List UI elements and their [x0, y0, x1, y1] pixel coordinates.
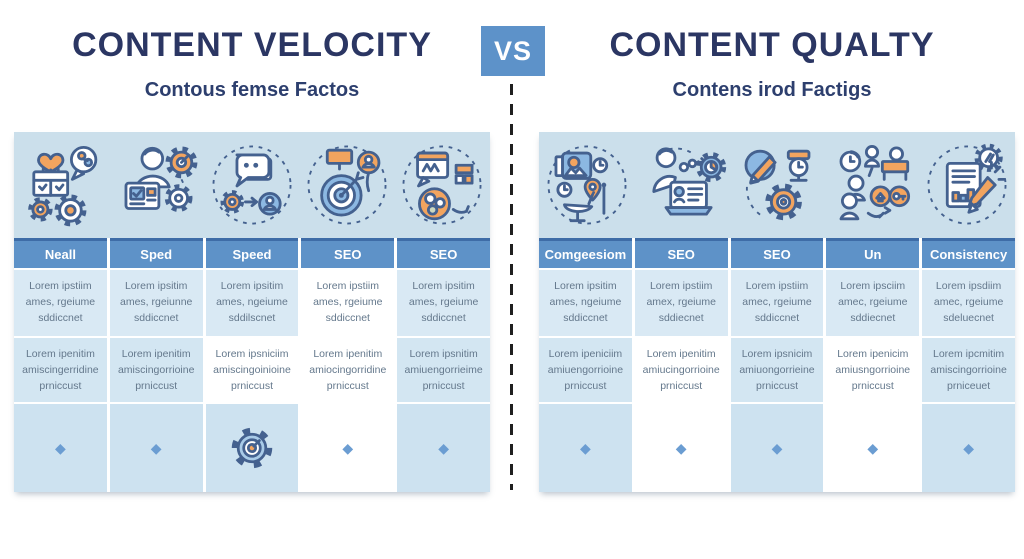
gear-gauge-icon	[231, 427, 273, 469]
footer-cell: ◆	[634, 404, 728, 492]
icon-cell	[300, 132, 395, 238]
diamond-icon: ◆	[342, 440, 354, 456]
footer-cell: ◆	[539, 404, 632, 492]
table-cell: Lorem ipsitim ames, rgeiume sddiccnet	[397, 270, 490, 336]
target-dart-icon	[307, 145, 387, 225]
diamond-icon: ◆	[675, 440, 687, 456]
table-cell: Lorem ipsniciim amiscingoinioine prniccu…	[205, 338, 299, 402]
footer-cell: ◆	[14, 404, 107, 492]
footer-cell: ◆	[301, 404, 395, 492]
left-table-grid: Neall Sped Speed SEO SEO Lorem ipstiim a…	[14, 238, 490, 492]
left-title-block: CONTENT VELOCITY Contous femse Factos	[14, 28, 490, 102]
column-header: SEO	[634, 238, 728, 268]
table-cell: Lorem ipenitim amiscingorrioine prniccus…	[109, 338, 203, 402]
table-cell: Lorem ipenitim amiscingerridine prniccus…	[14, 338, 107, 402]
right-title-block: CONTENT QUALTY Contens irod Factigs	[534, 28, 1010, 102]
right-table-grid: Comgeesiom SEO SEO Un Consistency Lorem …	[539, 238, 1015, 492]
icon-cell	[14, 132, 109, 238]
right-icon-band	[539, 132, 1015, 238]
footer-cell	[205, 404, 299, 492]
icon-cell	[395, 132, 490, 238]
table-cell: Lorem ipsdiim amec, rgeiume sdeluecnet	[922, 270, 1015, 336]
left-comparison-table: Neall Sped Speed SEO SEO Lorem ipstiim a…	[14, 132, 490, 492]
diamond-icon: ◆	[867, 440, 879, 456]
table-cell: Lorem ipcmitim amiscingorrioine prniceue…	[922, 338, 1015, 402]
icon-cell	[204, 132, 299, 238]
table-cell: Lorem ipsciim amec, rgeiume sddiecnet	[826, 270, 920, 336]
table-cell: Lorem ipstiim ames, rgeiume sddiccnet	[14, 270, 107, 336]
diamond-icon: ◆	[771, 440, 783, 456]
column-header: Comgeesiom	[539, 238, 632, 268]
person-id-card-gears-icon	[124, 146, 198, 213]
vs-label: VS	[493, 35, 533, 66]
right-subtitle: Contens irod Factigs	[672, 79, 872, 101]
table-cell: Lorem ipsnicim amiuongorrieine prniccust	[730, 338, 824, 402]
dashed-divider-line	[510, 84, 513, 490]
left-title: CONTENT VELOCITY	[72, 26, 432, 64]
pie-clock-gear-icon	[744, 149, 811, 221]
right-title: CONTENT QUALTY	[609, 26, 935, 64]
column-header: SEO	[730, 238, 824, 268]
footer-cell: ◆	[826, 404, 920, 492]
table-cell: Lorem ipsnitim amiuengorrieime prniccust	[397, 338, 490, 402]
table-cell: Lorem ipsitim ames, ngeiume sddilscnet	[205, 270, 299, 336]
diamond-icon: ◆	[438, 440, 449, 456]
icon-cell	[729, 132, 824, 238]
diamond-icon: ◆	[963, 440, 974, 456]
column-header: SEO	[397, 238, 490, 268]
icon-cell	[634, 132, 729, 238]
analytics-blocks-icon	[402, 145, 482, 225]
footer-cell: ◆	[109, 404, 203, 492]
person-laptop-gear-icon	[652, 147, 726, 216]
footer-cell: ◆	[397, 404, 490, 492]
column-header: Consistency	[922, 238, 1015, 268]
column-header: Sped	[109, 238, 203, 268]
table-cell: Lorem ipstiim amec, rgeiume sddiccnet	[730, 270, 824, 336]
diamond-icon: ◆	[580, 440, 591, 456]
table-cell: Lorem ipenitim amiocingorridine prniccus…	[301, 338, 395, 402]
table-cell: Lorem ipstiim ames, rgeiume sddiccnet	[301, 270, 395, 336]
table-cell: Lorem ipsitim ames, ngeiume sddiccnet	[539, 270, 632, 336]
table-cell: Lorem ipenicim amiusngorrioine prniccust	[826, 338, 920, 402]
diamond-icon: ◆	[55, 440, 66, 456]
column-header: Speed	[205, 238, 299, 268]
vs-badge: VS	[481, 26, 545, 76]
left-subtitle: Contous femse Factos	[144, 79, 360, 101]
media-location-clock-icon	[547, 145, 627, 225]
footer-cell: ◆	[730, 404, 824, 492]
document-pencil-badge-icon	[927, 143, 1007, 225]
table-cell: Lorem ipstiim amex, rgeiume sddiecnet	[634, 270, 728, 336]
icon-cell	[539, 132, 634, 238]
table-cell: Lorem ipsitim ames, rgeiunne sddiccnet	[109, 270, 203, 336]
right-comparison-table: Comgeesiom SEO SEO Un Consistency Lorem …	[539, 132, 1015, 492]
chat-workflow-icon	[212, 145, 292, 225]
column-header: Un	[826, 238, 920, 268]
left-icon-band	[14, 132, 490, 238]
table-cell: Lorem ipeniciim amiuengorrioine prniccus…	[539, 338, 632, 402]
table-cell: Lorem ipenitim amiucingorrioine prniccus…	[634, 338, 728, 402]
diamond-icon: ◆	[150, 440, 162, 456]
column-header: SEO	[301, 238, 395, 268]
calendar-heart-gears-icon	[27, 145, 97, 227]
icon-cell	[109, 132, 204, 238]
icon-cell	[825, 132, 920, 238]
footer-cell: ◆	[922, 404, 1015, 492]
team-collaboration-icon	[839, 145, 911, 221]
column-header: Neall	[14, 238, 107, 268]
icon-cell	[920, 132, 1015, 238]
